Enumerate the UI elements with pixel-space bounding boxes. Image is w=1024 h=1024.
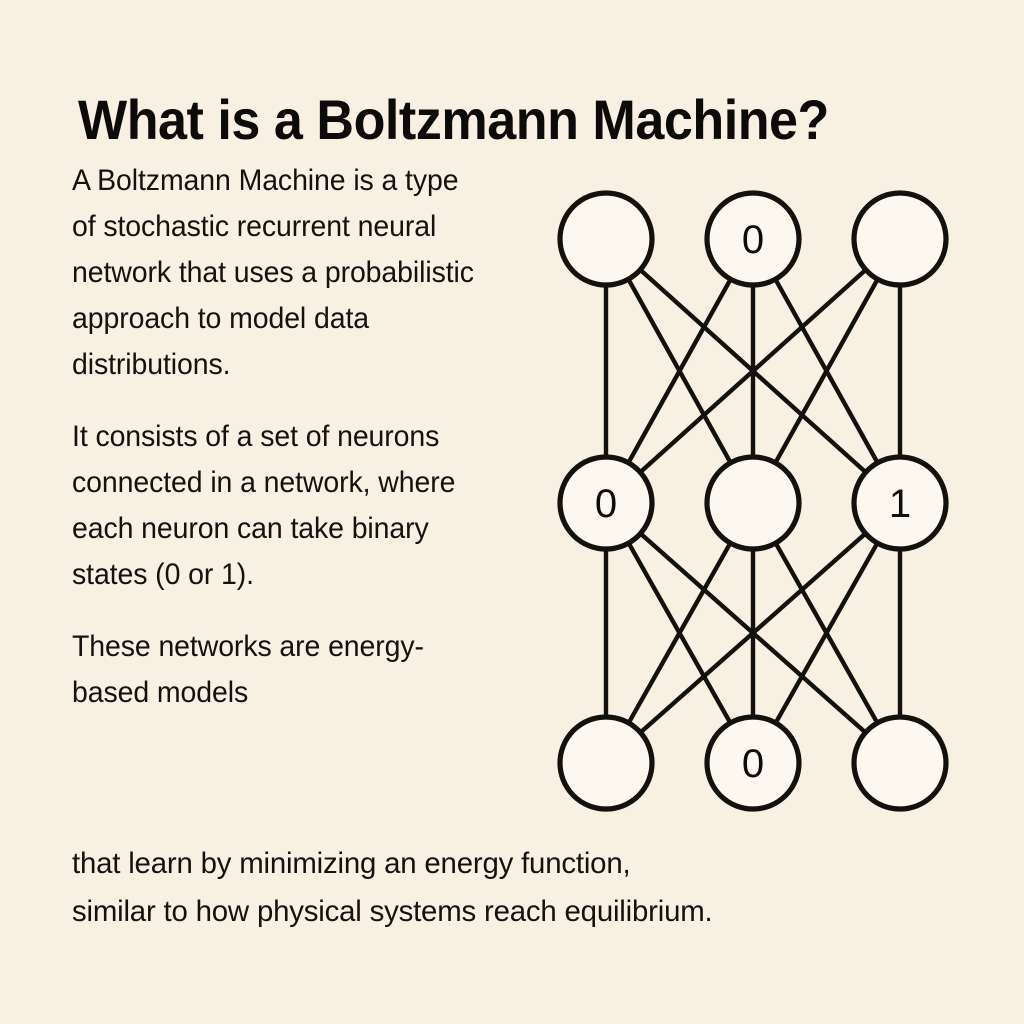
network-node[interactable]: 1 [851,454,949,552]
neuron-circle[interactable] [704,190,802,288]
neuron-state-label: 0 [742,742,764,786]
body-text-column: A Boltzmann Machine is a type of stochas… [72,158,502,716]
network-diagram: 0 0 1 0 [520,160,1000,840]
paragraph-neurons: It consists of a set of neurons connecte… [72,420,456,591]
network-node[interactable] [557,190,655,288]
paragraph-definition: A Boltzmann Machine is a type of stochas… [72,164,474,381]
network-edge [603,500,903,766]
neuron-circle[interactable] [851,190,949,288]
network-node[interactable]: 0 [704,190,802,288]
network-node[interactable]: 0 [704,714,802,812]
neuron-circle[interactable] [557,714,655,812]
neuron-state-label: 0 [595,482,617,526]
network-node[interactable]: 0 [557,454,655,552]
network-node[interactable] [557,714,655,812]
neuron-circle[interactable] [557,190,655,288]
network-edge [603,236,903,506]
network-edge [750,236,903,506]
paragraph-energy-intro: These networks are energy-based models [72,630,424,709]
neuron-circle[interactable] [704,714,802,812]
neuron-circle[interactable] [851,714,949,812]
page-title: What is a Boltzmann Machine? [78,87,829,151]
network-node[interactable] [851,190,949,288]
network-node[interactable] [704,454,802,552]
neuron-state-label: 0 [742,218,764,262]
network-edge [603,236,756,506]
network-diagram-svg: 0 0 1 0 [557,190,949,812]
node-layer: 0 0 1 0 [557,190,949,812]
wide-text-block: that learn by minimizing an energy funct… [72,840,932,936]
neuron-circle[interactable] [851,454,949,552]
network-edge [603,500,756,766]
neuron-state-label: 1 [889,482,911,526]
neuron-circle[interactable] [704,454,802,552]
neuron-circle[interactable] [557,454,655,552]
network-edge [750,500,903,766]
wide-line-equilibrium: similar to how physical systems reach eq… [72,895,713,928]
wide-line-energy-function: that learn by minimizing an energy funct… [72,847,631,880]
network-node[interactable] [851,714,949,812]
